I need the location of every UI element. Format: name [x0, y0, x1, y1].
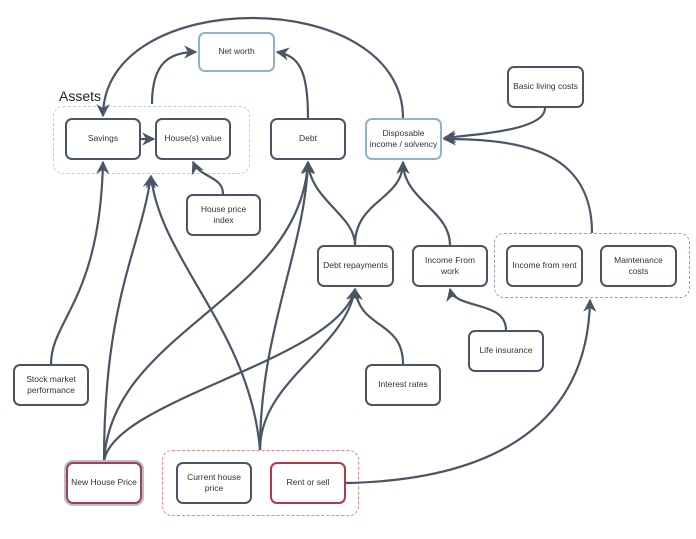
node-rent-or-sell[interactable]: Rent or sell: [270, 462, 346, 504]
edge-newprice-to-repayments: [102, 287, 359, 463]
edge-hpi-to-house: [191, 160, 225, 195]
node-net-worth[interactable]: Net worth: [198, 32, 275, 72]
edge-rentgroup-to-disposable: [442, 132, 594, 234]
node-house-value[interactable]: House(s) value: [155, 118, 231, 160]
edge-stock-to-savings: [49, 160, 110, 365]
node-interest-rates[interactable]: Interest rates: [365, 364, 441, 406]
edge-repayments-to-debt: [302, 160, 357, 246]
edge-assets-to-networth: [150, 45, 198, 105]
edge-repayments-to-disposable: [353, 160, 410, 246]
node-disposable-income[interactable]: Disposable income / solvency: [365, 118, 442, 160]
node-basic-living-costs[interactable]: Basic living costs: [507, 66, 584, 108]
edge-disposable-to-savings: [96, 16, 405, 119]
edge-current-to-assets: [145, 174, 262, 451]
node-maintenance-costs[interactable]: Maintenance costs: [600, 245, 677, 287]
edge-insurance-to-work: [446, 287, 508, 331]
edge-current-to-debt: [258, 160, 315, 451]
edge-work-to-disposable: [396, 160, 452, 246]
edge-newprice-to-assets: [102, 174, 156, 463]
node-savings[interactable]: Savings: [65, 118, 141, 160]
edge-current-to-repayments: [258, 287, 360, 451]
assets-label: Assets: [59, 88, 102, 104]
edge-rentsell-to-rentgroup: [345, 298, 597, 485]
node-house-price-index[interactable]: House price index: [186, 194, 261, 236]
edge-living-to-disposable: [442, 107, 547, 144]
node-debt[interactable]: Debt: [270, 118, 346, 160]
rent-group: [494, 233, 690, 298]
node-income-from-work[interactable]: Income From work: [412, 245, 488, 287]
node-life-insurance[interactable]: Life insurance: [468, 330, 544, 372]
node-income-from-rent[interactable]: Income from rent: [506, 245, 583, 287]
node-debt-repayments[interactable]: Debt repayments: [317, 245, 394, 287]
edge-newprice-to-debt: [102, 160, 314, 463]
edge-debt-to-networth: [275, 47, 310, 119]
assets-group: [53, 106, 250, 174]
node-stock-market[interactable]: Stock market performance: [13, 364, 89, 406]
node-current-house-price[interactable]: Current house price: [176, 462, 252, 504]
node-new-house-price[interactable]: New House Price: [66, 462, 142, 504]
edge-interest-to-repayments: [349, 287, 405, 365]
